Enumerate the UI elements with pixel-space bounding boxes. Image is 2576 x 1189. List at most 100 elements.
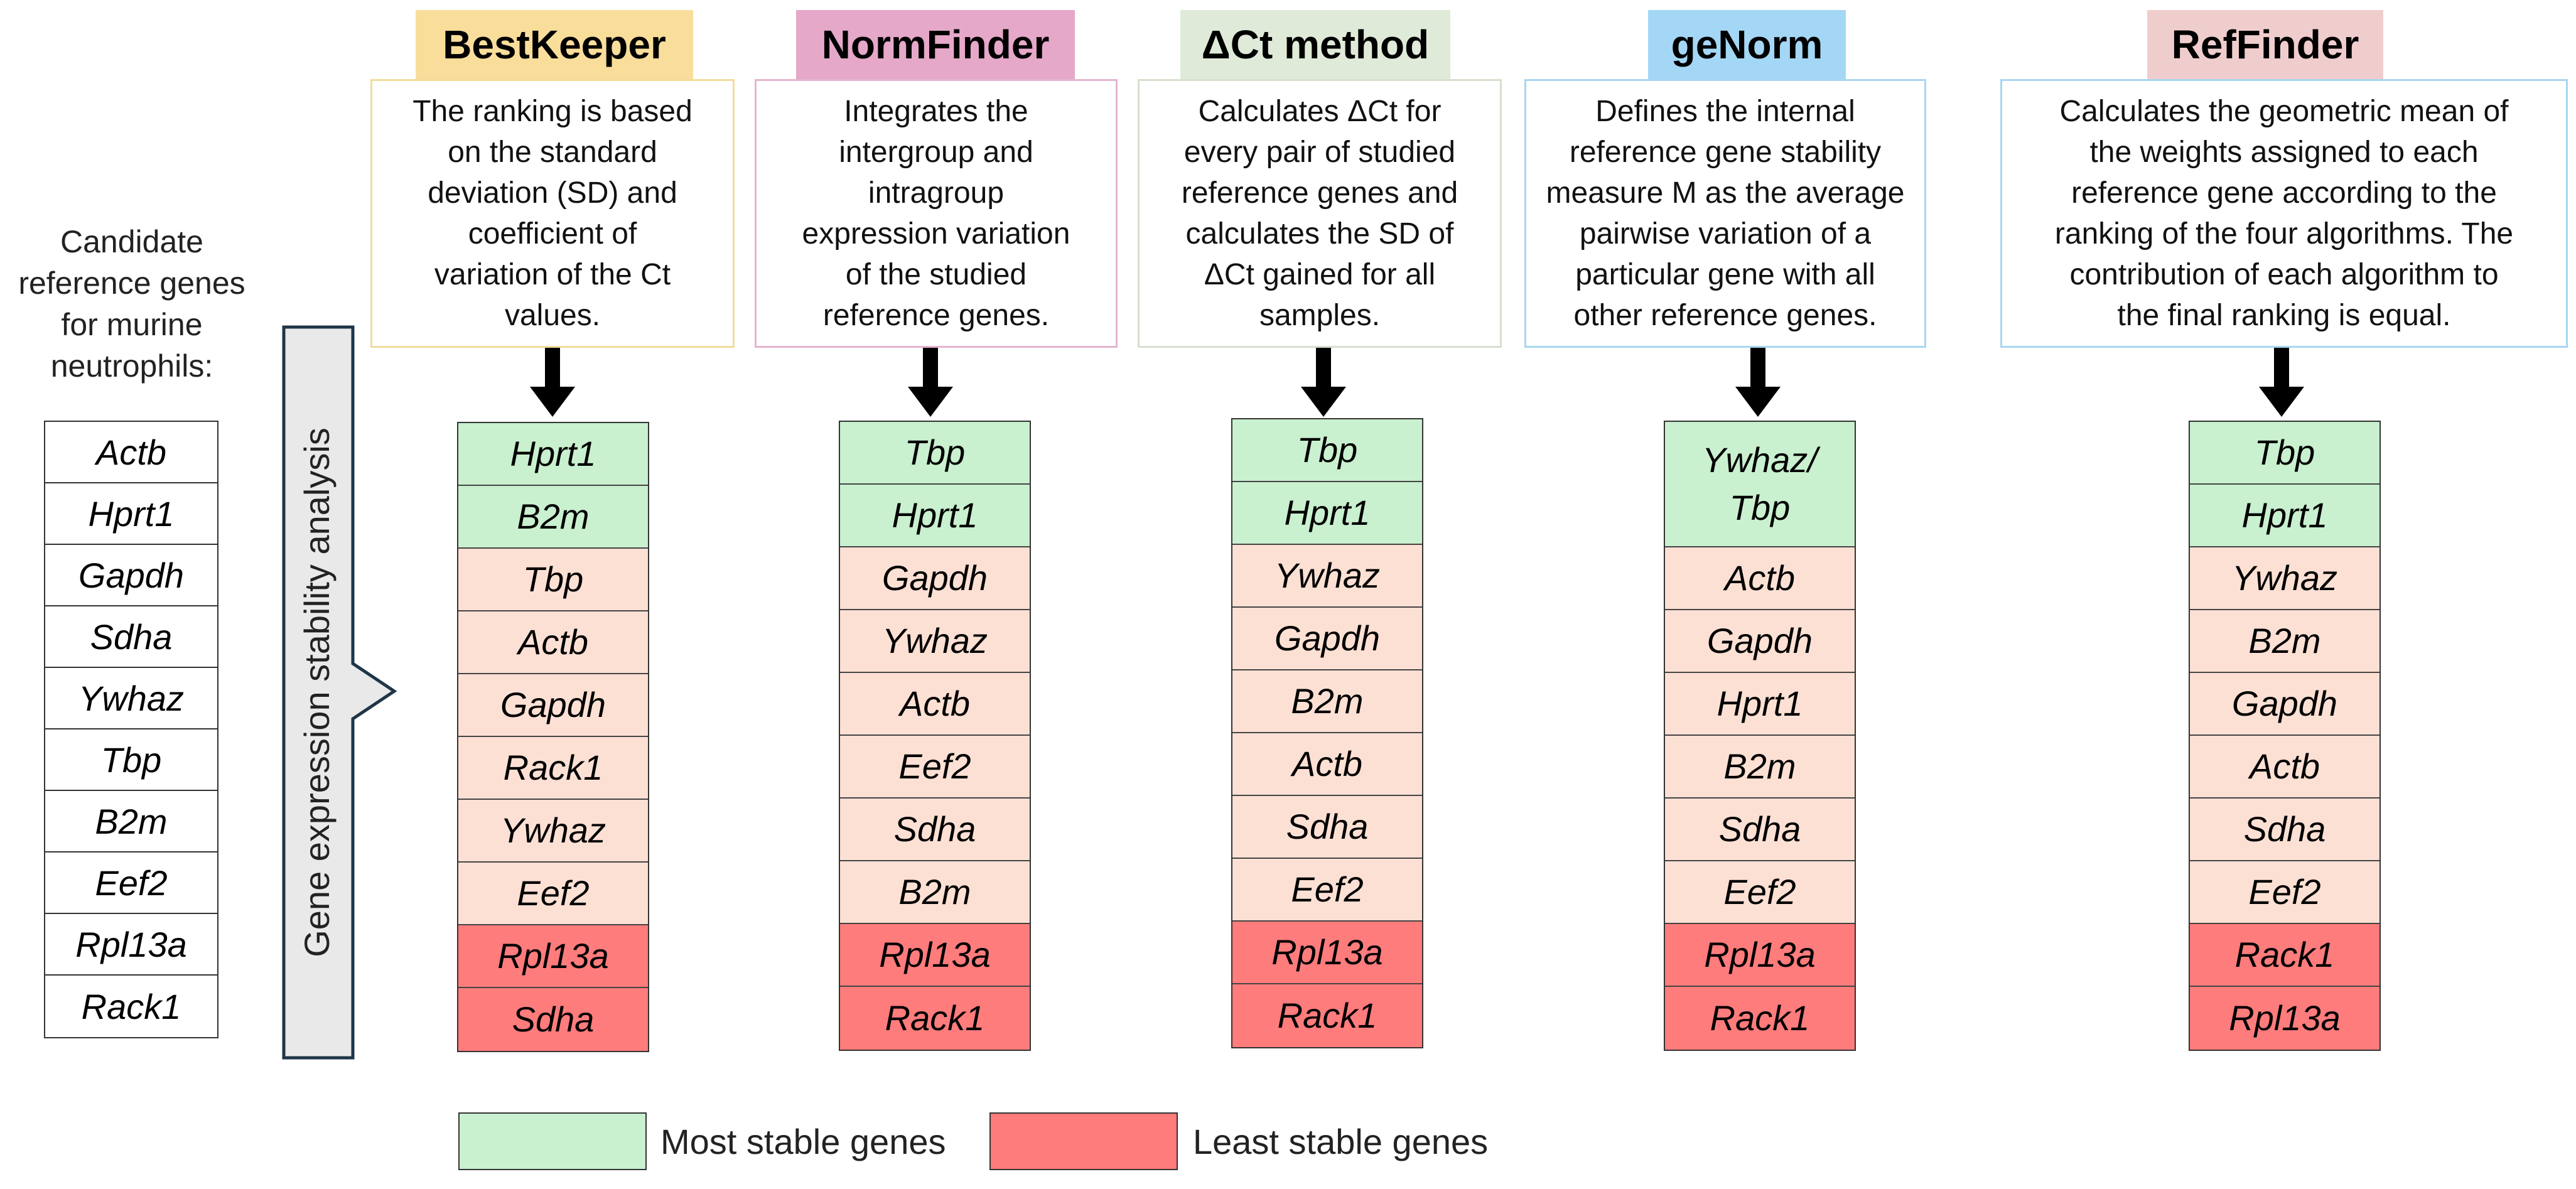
ranked-gene: Gapdh [458,674,648,737]
description-line: of the studied [845,258,1027,291]
description-line: on the standard [448,136,657,169]
ranked-gene: Eef2 [840,736,1030,799]
ranked-gene: Sdha [1232,796,1422,859]
description-line: measure M as the average [1546,176,1905,210]
description-line: Integrates the [844,95,1028,128]
description-line: particular gene with all [1575,258,1875,291]
ranked-gene: Gapdh [1665,610,1855,673]
candidate-gene: Sdha [45,606,217,668]
description-line: calculates the SD of [1185,217,1454,250]
candidate-label-line: for murine [61,307,203,342]
candidate-gene: Gapdh [45,545,217,606]
ranked-gene: Eef2 [2190,861,2379,924]
algorithm-title: ΔCt method [1180,10,1450,79]
ranked-gene: Sdha [458,988,648,1051]
ranked-gene: Rack1 [1665,987,1855,1050]
ranked-gene: Ywhaz [2190,547,2379,610]
ranked-gene: Rack1 [1232,984,1422,1047]
description-line: ranking of the four algorithms. The [2054,217,2514,250]
candidate-gene: Tbp [45,729,217,791]
process-label: Gene expression stability analysis [297,428,337,957]
candidate-label-line: neutrophils: [50,348,213,384]
ranked-gene: Tbp [1232,419,1422,482]
ranked-gene: Tbp [840,422,1030,485]
description-line: pairwise variation of a [1579,217,1872,250]
description-line: contribution of each algorithm to [2069,258,2499,291]
ranked-gene: Rpl13a [458,925,648,988]
description-line: expression variation [802,217,1070,250]
down-arrow-icon [1301,348,1346,417]
legend-least-stable-label: Least stable genes [1193,1122,1489,1161]
down-arrow-icon [530,348,575,417]
ranked-gene: Eef2 [458,863,648,925]
description-line: intragroup [868,176,1005,210]
ranked-gene: B2m [840,861,1030,924]
process-arrow: Gene expression stability analysis [282,325,397,1060]
ranked-gene: Actb [1232,733,1422,796]
description-line: values. [504,299,601,332]
candidate-gene: Actb [45,422,217,483]
ranked-gene: Ywhaz [1232,545,1422,608]
ranked-gene: Tbp [2190,422,2379,485]
ranked-gene: Actb [2190,736,2379,799]
description-line: deviation (SD) and [428,176,677,210]
ranked-gene: Hprt1 [1232,482,1422,545]
legend-least-stable-swatch [989,1112,1178,1170]
ranked-gene: Hprt1 [1665,673,1855,736]
ranked-gene: Sdha [1665,799,1855,861]
ranked-gene: Tbp [458,549,648,611]
ranked-gene: Hprt1 [458,423,648,486]
ranked-gene: Gapdh [1232,608,1422,670]
candidate-gene: Hprt1 [45,483,217,545]
ranked-gene: Actb [840,673,1030,736]
algorithm-title: NormFinder [796,10,1075,79]
description-line: Calculates the geometric mean of [2059,95,2509,128]
candidate-genes-label: Candidate reference genes for murine neu… [0,221,264,387]
description-line: coefficient of [468,217,637,250]
ranked-gene: Rpl13a [1665,924,1855,987]
algorithm-title: geNorm [1648,10,1846,79]
ranked-gene: Rack1 [458,737,648,800]
ranked-gene: Sdha [2190,799,2379,861]
ranked-gene: Hprt1 [840,485,1030,547]
ranked-gene: Eef2 [1232,859,1422,922]
legend-most-stable-label: Most stable genes [660,1122,946,1161]
ranked-gene: Rack1 [2190,924,2379,987]
description-line: other reference genes. [1573,299,1877,332]
algorithm-description: Defines the internal reference gene stabi… [1524,79,1926,348]
description-line: reference gene according to the [2071,176,2497,210]
description-line: ΔCt gained for all [1204,258,1436,291]
description-line: the final ranking is equal. [2117,299,2451,332]
ranked-gene: B2m [458,486,648,549]
ranked-gene: Rpl13a [2190,987,2379,1050]
ranked-gene: B2m [1665,736,1855,799]
description-line: the weights assigned to each [2089,136,2479,169]
ranked-gene: Rpl13a [840,924,1030,987]
ranked-gene: Hprt1 [2190,485,2379,547]
ranked-gene: Actb [458,611,648,674]
ranked-gene: Rpl13a [1232,922,1422,984]
ranked-gene: Eef2 [1665,861,1855,924]
description-line: intergroup and [839,136,1033,169]
algorithm-description: Integrates the intergroup and intragroup ex… [755,79,1118,348]
candidate-gene: B2m [45,791,217,853]
down-arrow-icon [1735,348,1781,417]
ranked-gene: Sdha [840,799,1030,861]
description-line: reference gene stability [1569,136,1882,169]
ranked-gene: Rack1 [840,987,1030,1050]
description-line: variation of the Ct [434,258,671,291]
candidate-gene: Rpl13a [45,914,217,976]
down-arrow-icon [2259,348,2304,417]
algorithm-description: Calculates the geometric mean of the weig… [2000,79,2568,348]
ranked-gene: B2m [1232,670,1422,733]
candidate-label-line: Candidate [60,224,203,259]
description-line: reference genes and [1181,176,1458,210]
description-line: Calculates ΔCt for [1198,95,1442,128]
description-line: Defines the internal [1595,95,1855,128]
